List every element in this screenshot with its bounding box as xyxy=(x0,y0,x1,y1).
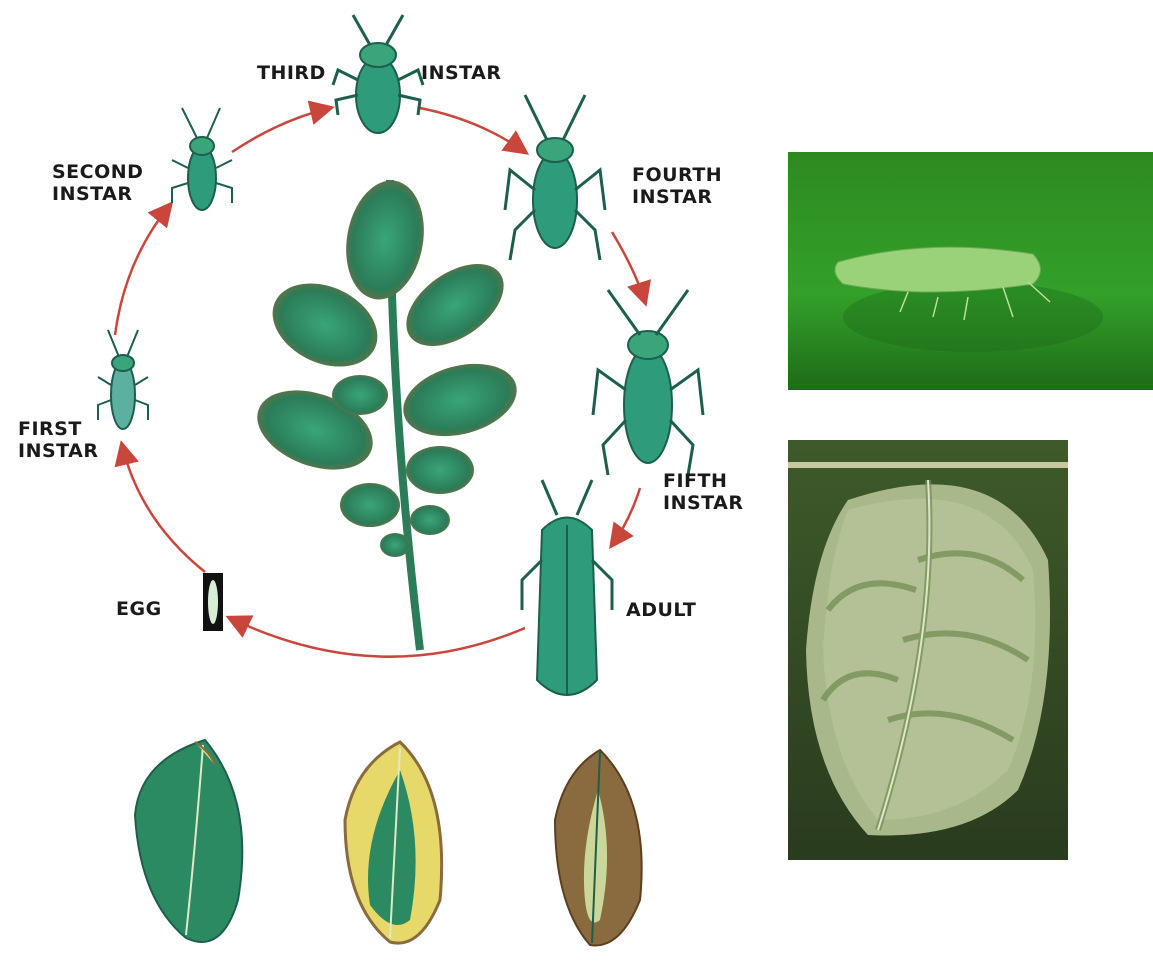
label-fifth-instar: FIFTH INSTAR xyxy=(663,470,743,514)
label-third-instar: INSTAR xyxy=(421,62,501,84)
insect-icon xyxy=(505,95,605,260)
label-egg: EGG xyxy=(116,598,162,620)
leaf-icon xyxy=(555,750,642,945)
arrow-icon xyxy=(122,445,205,572)
label-third: THIRD xyxy=(257,62,326,84)
arrow-icon xyxy=(612,488,640,545)
insect-icon xyxy=(333,15,423,133)
arrow-icon xyxy=(230,618,525,657)
insect-icon xyxy=(593,290,703,475)
leaf-icon xyxy=(246,174,525,650)
insect-icon xyxy=(98,330,148,429)
arrow-icon xyxy=(115,205,170,335)
label-second-instar: SECOND INSTAR xyxy=(52,161,143,205)
label-first-instar: FIRST INSTAR xyxy=(18,418,98,462)
egg-icon xyxy=(203,573,223,631)
adult-leafhopper-photo xyxy=(788,152,1153,390)
arrow-icon xyxy=(232,108,330,152)
arrow-icon xyxy=(612,232,645,302)
arrow-icon xyxy=(420,108,525,152)
leaf-icon xyxy=(135,740,242,942)
damaged-leaf-photo xyxy=(788,440,1068,860)
insect-icon xyxy=(522,480,612,695)
leaf-icon xyxy=(345,742,442,943)
label-fourth-instar: FOURTH INSTAR xyxy=(632,164,722,208)
insect-icon xyxy=(172,108,232,210)
life-cycle-illustration xyxy=(0,0,760,968)
label-adult: ADULT xyxy=(626,599,696,621)
